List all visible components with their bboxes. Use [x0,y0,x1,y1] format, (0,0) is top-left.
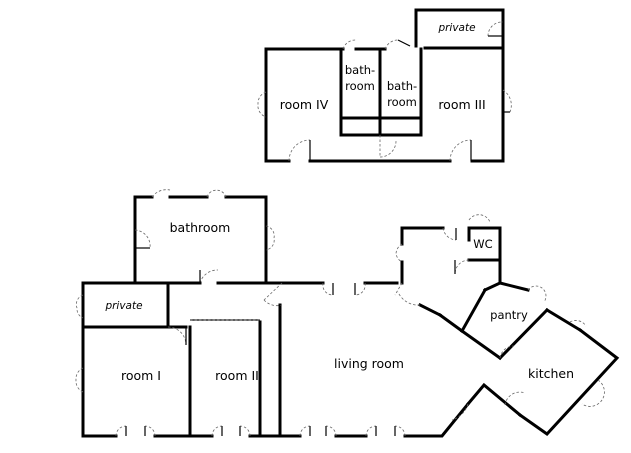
lower-unit-walls [81,195,620,438]
living-room-label: living room [334,356,404,371]
bathroom-label: bathroom [170,220,231,235]
bathroom-b-label-line2: room [387,95,417,109]
upper-unit-labels: room IV bath- room bath- room room III p… [280,22,486,112]
pantry-label: pantry [490,308,528,322]
room-iv-label: room IV [280,97,329,112]
upper-unit-doors [257,21,512,162]
bathroom-a-label-line1: bath- [345,63,375,77]
room-iii-label: room III [438,97,485,112]
private-left-label: private [104,300,142,312]
private-top-label: private [437,22,475,34]
room-ii-label: room II [215,368,259,383]
lower-unit-labels: bathroom WC private pantry room I room I… [104,220,574,383]
bathroom-a-label-line2: room [345,79,375,93]
lower-unit-doors [75,189,605,437]
room-i-label: room I [121,368,161,383]
upper-unit-walls [264,8,505,163]
kitchen-label: kitchen [528,366,574,381]
wc-label: WC [473,237,492,251]
bathroom-b-label-line1: bath- [387,79,417,93]
